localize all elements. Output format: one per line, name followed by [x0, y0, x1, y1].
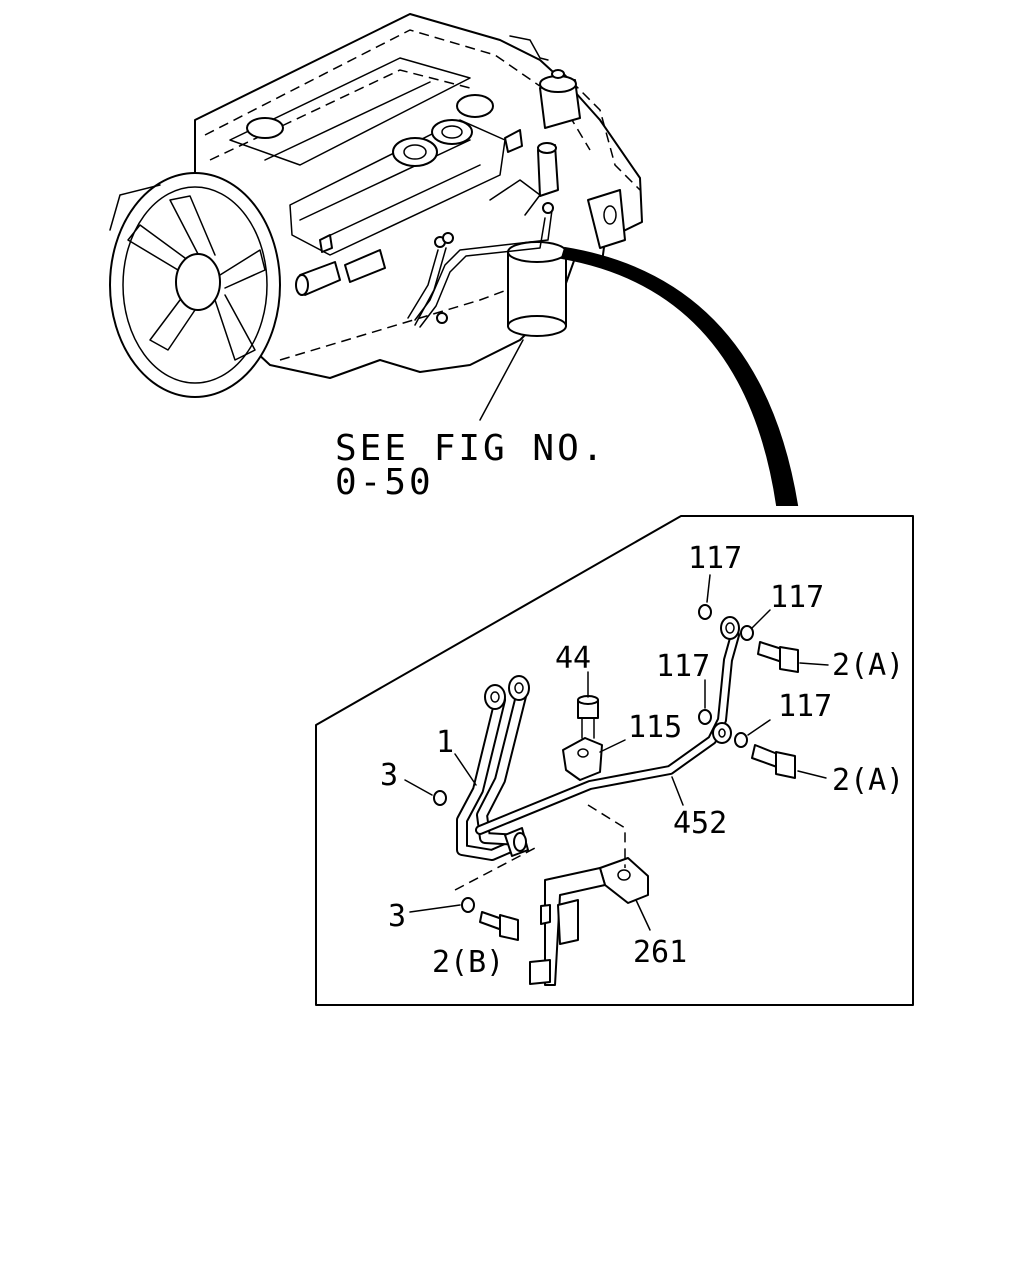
callout-117-c: 117	[656, 649, 710, 684]
see-fig-line2: 0-50	[335, 462, 434, 503]
hose-assembly-1	[456, 675, 530, 861]
detail-frame	[315, 515, 914, 1006]
washer-3-bottom	[461, 897, 475, 913]
callout-2a-bottom: 2(A)	[832, 763, 904, 798]
bolt-2a-top	[757, 641, 799, 673]
callout-2b: 2(B)	[432, 945, 504, 980]
callout-1: 1	[436, 725, 454, 760]
callout-3-top: 3	[380, 758, 398, 793]
detail-panel: 1 3 3 2(B) 44 115 452 261 117 117 117 11…	[315, 515, 914, 1006]
callout-117-b: 117	[770, 580, 824, 615]
callout-117-d: 117	[778, 689, 832, 724]
see-fig-line1: SEE FIG NO.	[335, 428, 606, 469]
washer-3-top	[433, 790, 447, 806]
engine-illustration: SEE FIG NO. 0-50	[109, 13, 643, 503]
washer-117-a	[698, 604, 712, 620]
callout-44: 44	[555, 641, 591, 676]
callout-452: 452	[673, 806, 727, 841]
clip-115	[562, 737, 603, 781]
callout-115: 115	[628, 710, 682, 745]
bracket-261	[529, 804, 649, 986]
washer-117-d	[734, 732, 748, 748]
pipe-452	[475, 616, 740, 835]
bolt-2a-bottom	[751, 744, 796, 779]
washer-117-c	[698, 709, 712, 725]
callout-117-a: 117	[688, 541, 742, 576]
bolt-2b	[479, 911, 519, 941]
callout-261: 261	[633, 935, 687, 970]
bolt-44	[577, 695, 599, 739]
callout-3-bottom: 3	[388, 899, 406, 934]
washer-117-b	[740, 625, 754, 641]
detail-arrow	[560, 246, 799, 506]
callout-2a-top: 2(A)	[832, 648, 904, 683]
